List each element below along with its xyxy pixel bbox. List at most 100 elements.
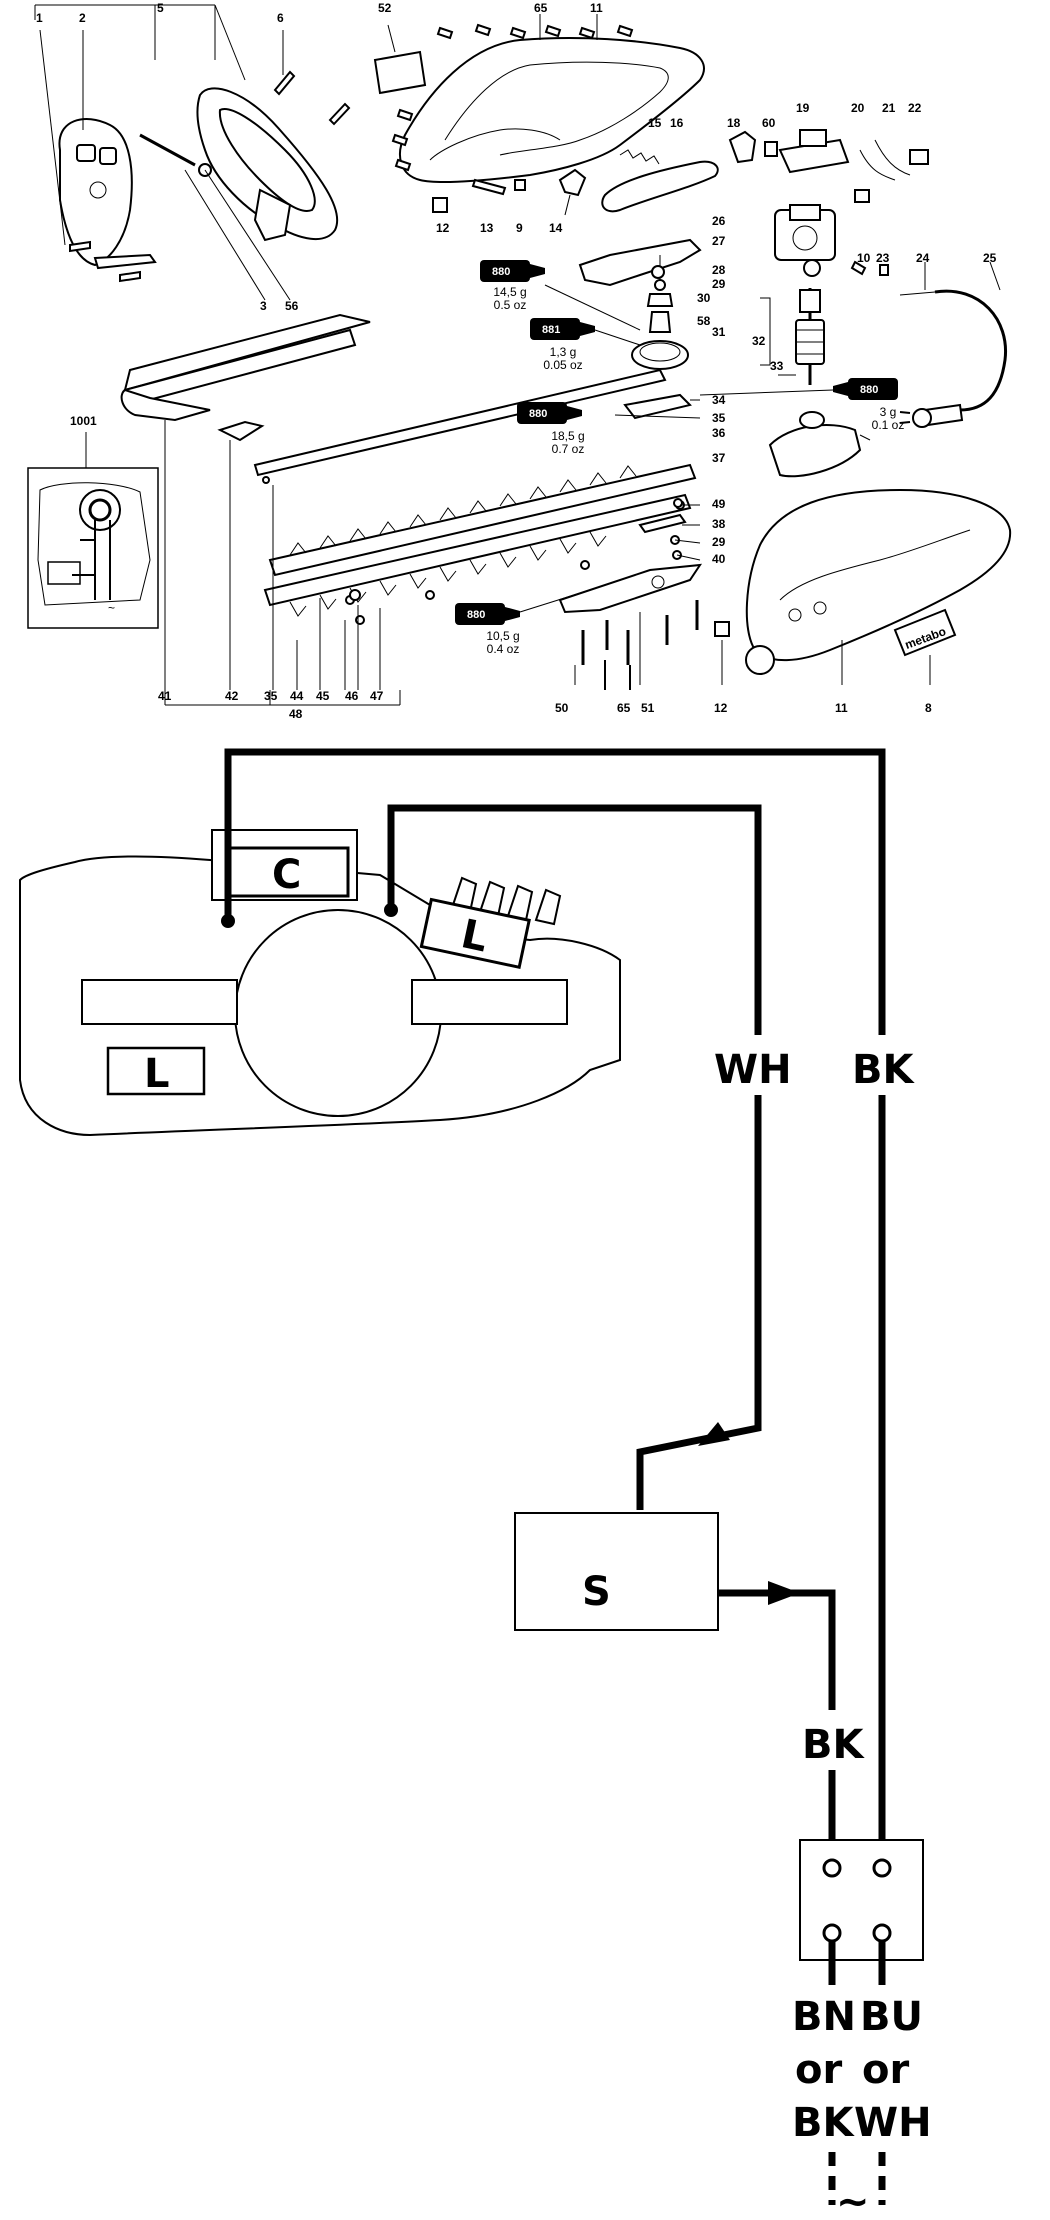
label-13: 13 (480, 221, 494, 235)
part-13-pin (471, 178, 507, 196)
part-12-block (432, 197, 448, 213)
label-18: 18 (727, 116, 741, 130)
housing-screws (391, 23, 634, 172)
part-32-armature (760, 288, 825, 385)
grease-tube-2: 881 1,3 g 0.05 oz (530, 318, 641, 372)
part-front-handle (196, 4, 339, 242)
label-56: 56 (285, 299, 299, 313)
part-3-screw (139, 133, 196, 167)
grease-tube-2-label: 881 (542, 324, 560, 336)
grease-tube-5-label: 880 (467, 609, 485, 621)
group-bracket-48 (164, 690, 401, 706)
label-12-bottom: 12 (714, 701, 728, 715)
pole-left (81, 979, 238, 1025)
wire-bk-top (224, 748, 886, 1853)
label-1: 1 (36, 11, 43, 25)
label-10: 10 (857, 251, 871, 265)
part-44-45-blades (263, 463, 697, 617)
part-41-blade-cover (120, 313, 371, 690)
label-35-bottom: 35 (264, 689, 278, 703)
grease-tube-5-amount: 10,5 g (486, 629, 519, 643)
part-20-21-cables (859, 139, 911, 181)
l-terminal-dot (384, 903, 398, 917)
label-50: 50 (555, 701, 569, 715)
label-37: 37 (712, 451, 726, 465)
grease-tube-1: 880 14,5 g 0.5 oz (480, 260, 641, 331)
part-housing-half (399, 37, 705, 184)
part-16-trigger (601, 160, 719, 213)
label-12-top: 12 (436, 221, 450, 235)
label-14: 14 (549, 221, 563, 235)
part-18 (728, 130, 757, 164)
terminal-top-left (822, 1858, 842, 1878)
grease-tube-3-oz: 0.7 oz (552, 442, 585, 456)
label-51: 51 (641, 701, 655, 715)
label-11-top: 11 (590, 1, 603, 15)
inset-1001-wiring-thumbnail: ~ (27, 432, 159, 629)
part-52-label (373, 50, 427, 95)
label-5: 5 (157, 1, 164, 15)
part-42 (217, 420, 265, 442)
label-8: 8 (925, 701, 932, 715)
l-box-left (106, 1046, 206, 1096)
exploded-parts-drawing: metabo 880 14,5 g 0.5 oz 881 1,3 g 0.05 … (27, 1, 1012, 721)
label-15: 15 (648, 116, 662, 130)
part-30-bearing (646, 293, 674, 307)
label-21: 21 (882, 101, 896, 115)
ac-symbol: ~ (836, 2179, 870, 2220)
terminal-top-right (872, 1858, 892, 1878)
part-22-terminal (909, 149, 929, 165)
part-11-main-housing: metabo (745, 488, 1012, 675)
switch-label: S (582, 1569, 611, 1615)
grease-tube-4-label: 880 (860, 384, 878, 396)
mains-left-line1: BN (792, 1994, 856, 2040)
mains-left-line3: BK (792, 2100, 855, 2146)
label-41: 41 (158, 689, 172, 703)
label-24: 24 (916, 251, 930, 265)
grease-tube-5: 880 10,5 g 0.4 oz (455, 589, 591, 656)
label-29-top: 29 (712, 277, 726, 291)
part-24-25-cable (899, 261, 1008, 428)
label-34: 34 (712, 393, 726, 407)
grease-tube-2-oz: 0.05 oz (543, 358, 582, 372)
part-37-gear-cover (768, 424, 862, 478)
bk-arrowhead (768, 1581, 800, 1605)
l-box-top (419, 897, 531, 970)
label-40: 40 (712, 552, 726, 566)
label-58: 58 (697, 314, 711, 328)
grease-tube-4-oz: 0.1 oz (872, 418, 905, 432)
label-27: 27 (712, 234, 726, 248)
l-label-left: L (144, 1051, 170, 1097)
part-6-pin (273, 70, 296, 96)
label-31: 31 (712, 325, 726, 339)
mains-right-line2: or (862, 2047, 909, 2093)
label-6: 6 (277, 11, 284, 25)
label-26: 26 (712, 214, 726, 228)
grease-tube-3-label: 880 (529, 408, 547, 420)
label-47: 47 (370, 689, 384, 703)
label-9: 9 (516, 221, 523, 235)
part-35-bar (253, 368, 667, 477)
terminal-bottom-right (872, 1923, 892, 1943)
c-terminal-box (224, 846, 350, 898)
mains-right-line1: BU (860, 1994, 923, 2040)
label-1001: 1001 (70, 414, 97, 428)
mains-left-line2: or (795, 2047, 842, 2093)
label-36: 36 (712, 426, 726, 440)
label-16: 16 (670, 116, 684, 130)
label-2: 2 (79, 11, 86, 25)
part-28-washer (651, 265, 665, 279)
label-30: 30 (697, 291, 711, 305)
grease-tube-5-oz: 0.4 oz (487, 642, 520, 656)
label-32: 32 (752, 334, 766, 348)
label-38: 38 (712, 517, 726, 531)
label-19: 19 (796, 101, 810, 115)
part-38 (638, 513, 687, 534)
armature-circle (234, 909, 442, 1117)
part-31-gear (631, 340, 689, 370)
label-22: 22 (908, 101, 922, 115)
label-25: 25 (983, 251, 997, 265)
label-65-bottom: 65 (617, 701, 631, 715)
part-51-plate (558, 563, 703, 614)
grease-tube-1-amount: 14,5 g (493, 285, 526, 299)
